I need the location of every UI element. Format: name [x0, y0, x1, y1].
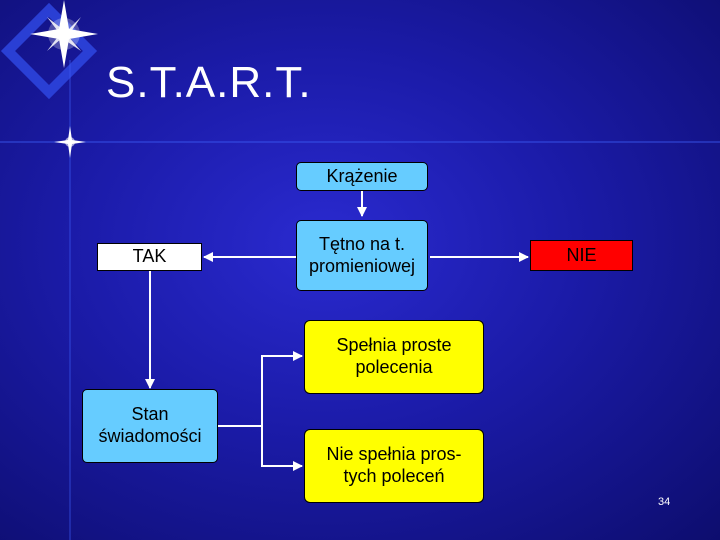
nie-label: NIE [566, 244, 597, 265]
tak-box: TAK [97, 243, 202, 271]
krazenie-box: Krążenie [296, 162, 428, 191]
tetno-box: Tętno na t. promieniowej [296, 220, 428, 291]
page-number: 34 [658, 496, 671, 508]
stan-label-line1: Stan [131, 404, 169, 425]
nie-box: NIE [530, 240, 633, 271]
arrow-stan-to-spelnia [218, 351, 303, 427]
nie-spelnia-box: Nie spełnia pros- tych poleceń [304, 429, 484, 503]
spelnia-label-line1: Spełnia proste [336, 335, 452, 356]
tetno-label-line2: promieniowej [308, 255, 416, 276]
sparkle-icon-small [54, 126, 86, 158]
spelnia-box: Spełnia proste polecenia [304, 320, 484, 394]
tetno-label-line1: Tętno na t. [318, 233, 406, 254]
spelnia-label-line2: polecenia [355, 357, 433, 377]
sparkle-icon [30, 0, 98, 68]
arrow-stan-to-nie-spelnia [261, 426, 303, 471]
tak-label: TAK [132, 246, 167, 267]
stan-box: Stan świadomości [82, 389, 218, 463]
slide-title: S.T.A.R.T. [106, 58, 312, 107]
krazenie-label: Krążenie [326, 165, 398, 186]
stan-label-line2: świadomości [98, 426, 202, 446]
nie-spelnia-label-line2: tych poleceń [343, 466, 445, 486]
nie-spelnia-label-line1: Nie spełnia pros- [326, 444, 462, 465]
